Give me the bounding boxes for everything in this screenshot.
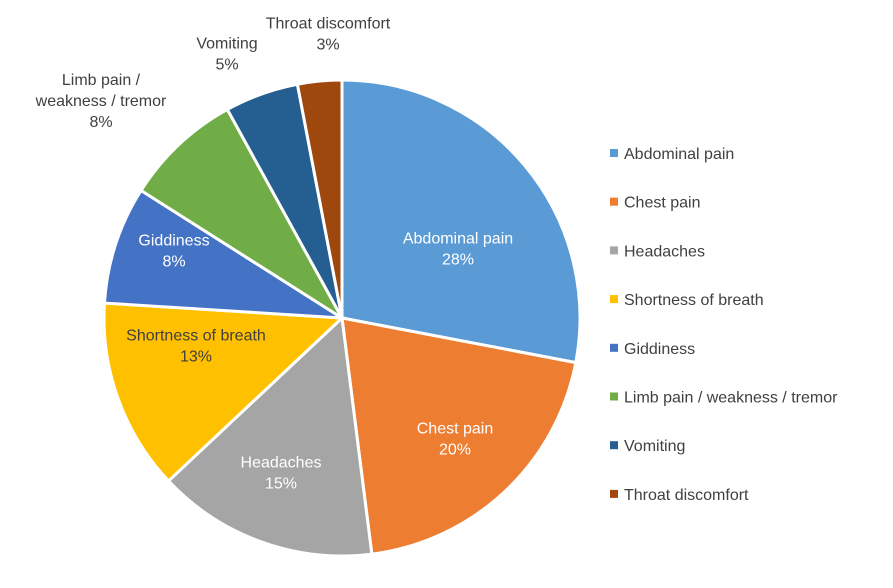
- legend-swatch-shortness-of-breath: [610, 295, 618, 304]
- legend-label-limb-pain-weakness-tremor: Limb pain / weakness / tremor: [624, 390, 838, 407]
- slice-limb-pain-weakness-tremor: [138, 107, 344, 320]
- slice-chest-pain: [340, 316, 578, 556]
- slice-label-abdominal-pain: Abdominal pain 28%: [403, 231, 513, 269]
- slice-value-shortness-of-breath: 13%: [180, 349, 212, 366]
- legend-swatch-giddiness: [610, 343, 618, 352]
- slice-throat-discomfort: [295, 78, 344, 319]
- slice-value-headaches: 15%: [265, 476, 297, 493]
- slice-name-abdominal-pain: Abdominal pain: [403, 231, 513, 248]
- slice-label-shortness-of-breath: Shortness of breath 13%: [126, 328, 266, 366]
- slice-name-limb-pain-weakness-tremor: weakness / tremor: [35, 93, 167, 110]
- slice-name-headaches: Headaches: [241, 455, 322, 472]
- legend-label-shortness-of-breath: Shortness of breath: [624, 292, 764, 309]
- slice-name-giddiness: Giddiness: [138, 233, 209, 250]
- slice-label-throat-discomfort: Throat discomfort 3%: [266, 16, 391, 54]
- legend-swatch-throat-discomfort: [610, 489, 618, 498]
- slice-value-limb-pain-weakness-tremor: 8%: [89, 114, 112, 131]
- slice-shortness-of-breath: [102, 301, 346, 484]
- slice-value-throat-discomfort: 3%: [316, 37, 339, 54]
- slice-label-headaches: Headaches 15%: [241, 455, 322, 493]
- legend-label-throat-discomfort: Throat discomfort: [624, 487, 749, 504]
- legend-label-giddiness: Giddiness: [624, 341, 695, 358]
- slice-giddiness: [102, 188, 343, 320]
- legend-label-vomiting: Vomiting: [624, 438, 685, 455]
- slice-label-chest-pain: Chest pain 20%: [417, 421, 494, 459]
- slice-name-shortness-of-breath: Shortness of breath: [126, 328, 266, 345]
- slice-label-limb-pain-weakness-tremor: Limb pain / weakness / tremor 8%: [35, 72, 167, 131]
- legend-label-chest-pain: Chest pain: [624, 195, 701, 212]
- legend-swatch-abdominal-pain: [610, 149, 618, 157]
- slice-name-limb-pain-weakness-tremor: Limb pain /: [62, 72, 141, 89]
- slice-value-giddiness: 8%: [162, 254, 185, 271]
- slice-name-chest-pain: Chest pain: [417, 421, 494, 438]
- slice-labels: Abdominal pain 28% Chest pain 20% Headaches 1…: [35, 16, 514, 493]
- slice-name-vomiting: Vomiting: [196, 36, 257, 53]
- pie-slices: [102, 78, 582, 558]
- legend-label-abdominal-pain: Abdominal pain: [624, 146, 734, 163]
- legend-swatch-headaches: [610, 246, 618, 255]
- legend-swatch-vomiting: [610, 441, 618, 450]
- legend-label-headaches: Headaches: [624, 243, 705, 260]
- legend-swatch-limb-pain-weakness-tremor: [610, 392, 618, 401]
- slice-value-abdominal-pain: 28%: [442, 252, 474, 269]
- slice-abdominal-pain: [340, 78, 582, 365]
- slice-headaches: [166, 314, 374, 558]
- slice-label-vomiting: Vomiting 5%: [196, 36, 257, 74]
- legend-swatch-chest-pain: [610, 197, 618, 206]
- slice-label-giddiness: Giddiness 8%: [138, 233, 209, 271]
- slice-value-vomiting: 5%: [215, 57, 238, 74]
- slice-name-throat-discomfort: Throat discomfort: [266, 16, 391, 33]
- slice-value-chest-pain: 20%: [439, 442, 471, 459]
